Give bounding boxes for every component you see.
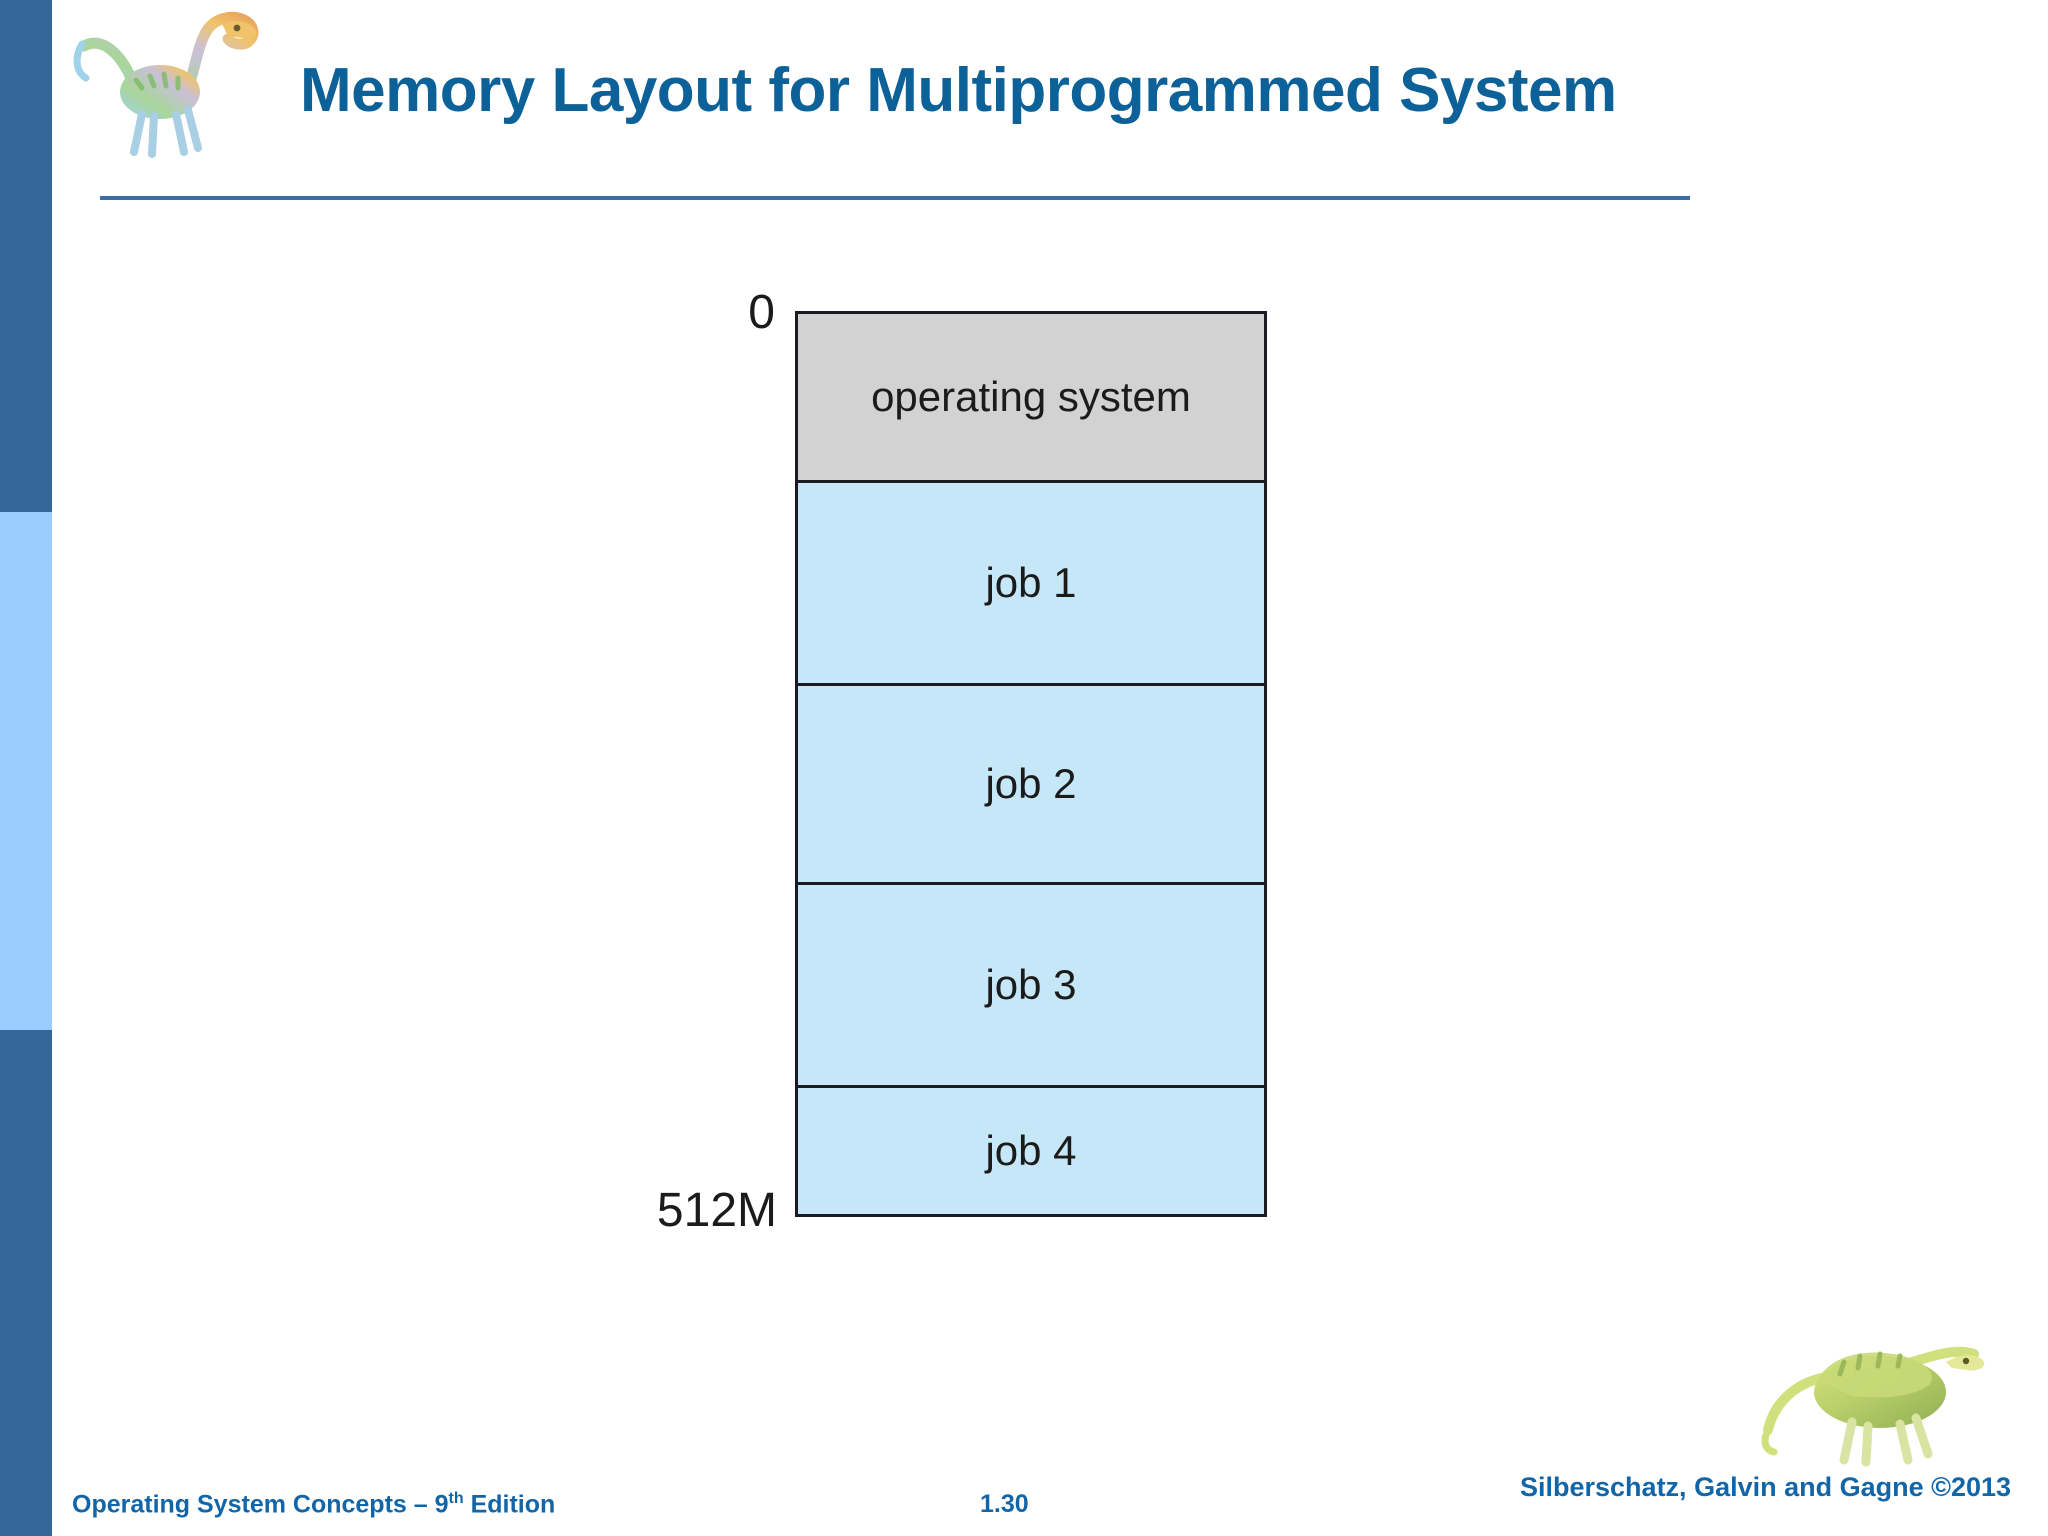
address-label-top: 0	[748, 286, 775, 339]
memory-block-operating-system: operating system	[798, 314, 1264, 480]
footer-copyright: Silberschatz, Galvin and Gagne ©2013	[1520, 1472, 2012, 1502]
memory-layout-diagram: operating system job 1 job 2 job 3 job 4	[795, 311, 1267, 1217]
page-title: Memory Layout for Multiprogrammed System	[300, 56, 1617, 125]
footer-edition-superscript: th	[448, 1490, 464, 1507]
sidebar-band-bottom	[0, 1030, 52, 1536]
sidebar-band-middle	[0, 512, 52, 1030]
dinosaur-icon	[73, 11, 259, 158]
address-label-bottom: 512M	[656, 1184, 777, 1237]
memory-block-job-1: job 1	[798, 480, 1264, 683]
footer-edition-tail: Edition	[463, 1490, 556, 1519]
memory-block-job-3: job 3	[798, 882, 1264, 1085]
title-underline	[100, 196, 1690, 200]
footer-edition-main: Operating System Concepts – 9	[72, 1490, 449, 1519]
dinosaur-icon-footer	[1761, 1346, 1985, 1467]
footer-edition: Operating System Concepts – 9th Edition	[72, 1490, 555, 1519]
memory-block-job-4: job 4	[798, 1085, 1264, 1214]
memory-block-job-2: job 2	[798, 683, 1264, 882]
slide-number: 1.30	[980, 1490, 1029, 1518]
sidebar-band-top	[0, 0, 52, 512]
